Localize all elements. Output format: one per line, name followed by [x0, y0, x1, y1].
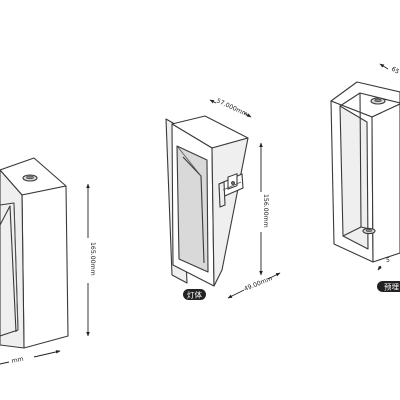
middle-bottom-label: 49.00mm: [243, 275, 273, 293]
left-bottom-label: mm: [11, 356, 24, 365]
middle-top-dimension: 57.000mm: [209, 97, 252, 118]
left-height-label: 165.00mm: [89, 242, 96, 276]
middle-height-dimension: 156.00mm: [259, 142, 269, 276]
left-bottom-dimension: mm: [0, 350, 61, 365]
right-side-label: 5: [386, 257, 390, 264]
right-embedded-box: [330, 81, 400, 263]
embedded-box-label: 预埋: [377, 281, 400, 292]
middle-lamp-body: [165, 115, 249, 287]
left-lamp-unit: [0, 157, 69, 349]
right-top-label: 65: [390, 66, 400, 76]
lamp-body-text: 灯体: [187, 290, 202, 300]
right-side-dimension: 5: [377, 257, 390, 271]
lamp-body-label: 灯体: [183, 289, 206, 300]
middle-top-label: 57.000mm: [215, 97, 249, 118]
middle-bottom-dimension: 49.00mm: [227, 272, 281, 299]
right-top-dimension: 65: [379, 63, 400, 76]
left-height-dimension: 165.00mm: [86, 183, 96, 337]
embedded-box-text: 预埋: [384, 282, 399, 292]
middle-height-label: 156.00mm: [262, 194, 269, 228]
